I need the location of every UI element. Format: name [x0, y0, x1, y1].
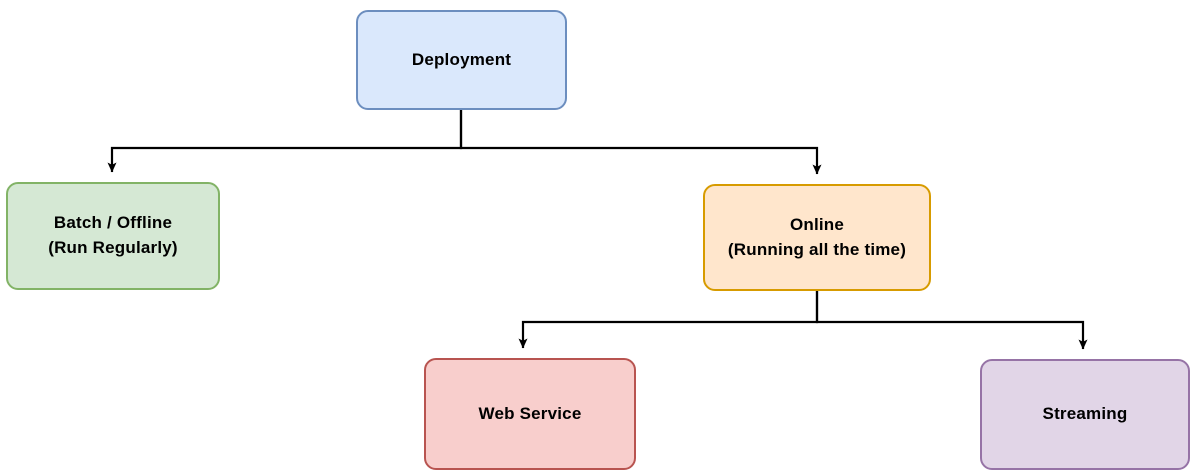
edge-online-to-streaming — [815, 291, 1088, 350]
node-streaming[interactable]: Streaming — [980, 359, 1190, 470]
node-deployment[interactable]: Deployment — [356, 10, 567, 110]
edge-deployment-to-online — [459, 110, 822, 175]
edge-deployment-to-batch — [107, 110, 463, 173]
node-batch-offline-label: Batch / Offline (Run Regularly) — [48, 213, 178, 257]
edge-online-to-web-service — [518, 291, 819, 349]
node-online[interactable]: Online (Running all the time) — [703, 184, 931, 291]
node-streaming-label: Streaming — [1042, 404, 1128, 424]
node-web-service-label: Web Service — [478, 403, 582, 423]
node-deployment-label: Deployment — [411, 49, 512, 69]
node-web-service[interactable]: Web Service — [424, 358, 636, 470]
node-batch-offline[interactable]: Batch / Offline (Run Regularly) — [6, 182, 220, 290]
node-online-label: Online (Running all the time) — [727, 214, 907, 259]
